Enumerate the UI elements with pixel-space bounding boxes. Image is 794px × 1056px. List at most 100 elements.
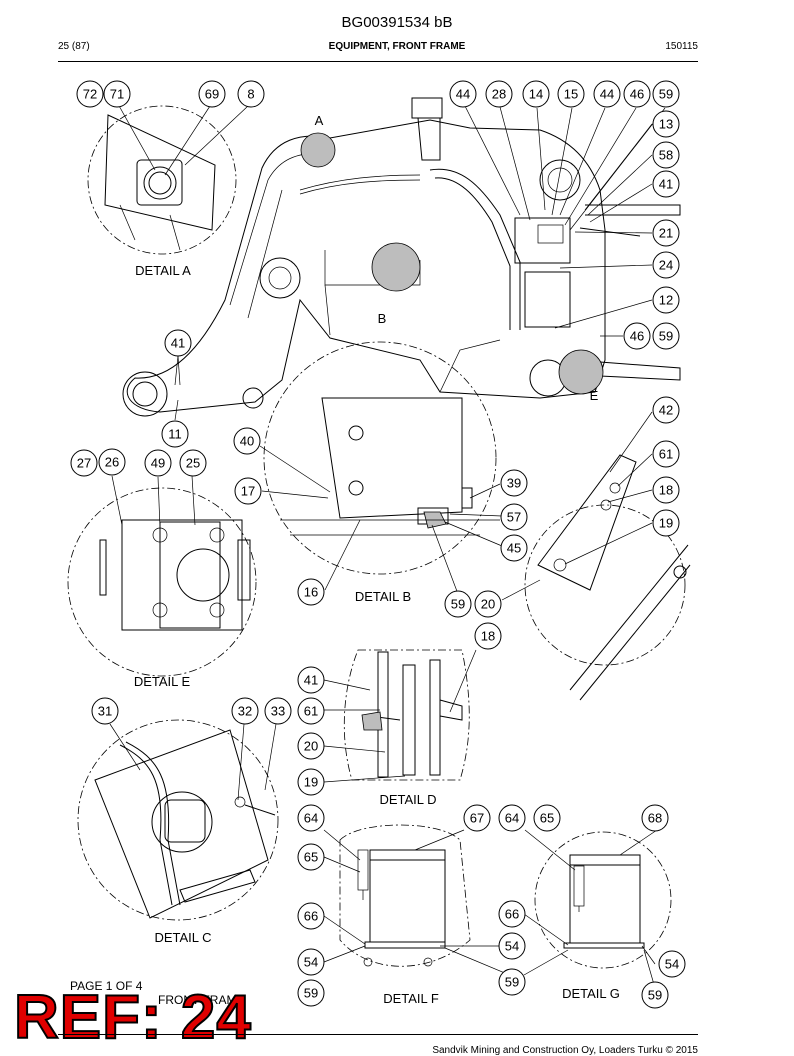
callout-bubble: 39 (500, 469, 528, 497)
document-id: BG00391534 bB (341, 14, 453, 31)
svg-text:46: 46 (630, 329, 644, 344)
svg-text:58: 58 (659, 148, 673, 163)
callout-bubble: 27 (70, 449, 98, 477)
callout-bubble: 33 (264, 697, 292, 725)
callout-bubble: 40 (233, 427, 261, 455)
callout-bubble: 54 (297, 948, 325, 976)
callout-bubble: 64 (498, 804, 526, 832)
svg-text:65: 65 (540, 811, 554, 826)
page-title: EQUIPMENT, FRONT FRAME (328, 41, 466, 52)
svg-text:18: 18 (481, 629, 495, 644)
detail-e-view (67, 487, 257, 677)
callout-bubble: 41 (164, 329, 192, 357)
detail-d-view (343, 649, 470, 781)
page-count: PAGE 1 OF 4 (70, 979, 143, 993)
callout-bubble: 11 (161, 420, 189, 448)
front-frame-outline (122, 97, 681, 417)
view-letter-e: E (590, 388, 599, 403)
svg-text:15: 15 (564, 87, 578, 102)
callout-bubble: 18 (652, 476, 680, 504)
svg-text:59: 59 (304, 986, 318, 1001)
callout-bubble: 69 (198, 80, 226, 108)
svg-text:14: 14 (529, 87, 543, 102)
callout-bubble: 59 (652, 80, 680, 108)
svg-text:45: 45 (507, 541, 521, 556)
callout-bubble: 26 (98, 448, 126, 476)
callout-bubble: 67 (463, 804, 491, 832)
detail-b-view (263, 341, 500, 575)
svg-text:59: 59 (505, 975, 519, 990)
svg-text:33: 33 (271, 704, 285, 719)
detail-f-label: DETAIL F (383, 991, 439, 1006)
detail-c-view (77, 719, 279, 921)
view-letter-a: A (315, 113, 324, 128)
callout-bubble: 19 (297, 768, 325, 796)
svg-text:25: 25 (186, 456, 200, 471)
svg-text:54: 54 (304, 955, 318, 970)
svg-text:18: 18 (659, 483, 673, 498)
callout-bubble: 24 (652, 251, 680, 279)
callout-bubbles: 72 71 69 8 44 28 14 15 44 46 59 13 58 41… (70, 80, 686, 1009)
svg-text:64: 64 (505, 811, 519, 826)
svg-text:71: 71 (110, 87, 124, 102)
svg-text:49: 49 (151, 456, 165, 471)
callout-bubble: 45 (500, 534, 528, 562)
detail-b-label: DETAIL B (355, 589, 411, 604)
svg-text:11: 11 (168, 427, 182, 442)
svg-text:12: 12 (659, 293, 673, 308)
callout-bubble: 16 (297, 578, 325, 606)
callout-bubble: 68 (641, 804, 669, 832)
svg-text:54: 54 (665, 957, 679, 972)
callout-bubble: 25 (179, 449, 207, 477)
callout-bubble: 13 (652, 110, 680, 138)
callout-bubble: 61 (297, 697, 325, 725)
callout-bubble: 41 (297, 666, 325, 694)
callout-bubble: 54 (658, 950, 686, 978)
footer-copyright: Sandvik Mining and Construction Oy, Load… (432, 1045, 698, 1056)
callout-bubble: 28 (485, 80, 513, 108)
callout-bubble: 31 (91, 697, 119, 725)
svg-text:59: 59 (451, 597, 465, 612)
callout-bubble: 66 (498, 900, 526, 928)
callout-bubble: 46 (623, 80, 651, 108)
detail-a-label: DETAIL A (135, 263, 191, 278)
svg-text:46: 46 (630, 87, 644, 102)
svg-text:32: 32 (238, 704, 252, 719)
page-number: 25 (87) (58, 41, 90, 52)
callout-bubble: 49 (144, 449, 172, 477)
svg-text:39: 39 (507, 476, 521, 491)
callout-bubble: 65 (297, 843, 325, 871)
svg-text:21: 21 (659, 226, 673, 241)
svg-text:67: 67 (470, 811, 484, 826)
svg-text:28: 28 (492, 87, 506, 102)
callout-bubble: 44 (593, 80, 621, 108)
svg-text:61: 61 (659, 447, 673, 462)
callout-bubble: 59 (444, 590, 472, 618)
detail-a-view (87, 105, 237, 255)
callout-bubble: 18 (474, 622, 502, 650)
detail-d-label: DETAIL D (379, 792, 436, 807)
callout-bubble: 72 (76, 80, 104, 108)
callout-bubble: 66 (297, 902, 325, 930)
detail-e-label: DETAIL E (134, 674, 191, 689)
svg-text:59: 59 (648, 988, 662, 1003)
svg-text:66: 66 (505, 907, 519, 922)
callout-bubble: 20 (297, 732, 325, 760)
svg-text:24: 24 (659, 258, 673, 273)
callout-bubble: 59 (297, 979, 325, 1007)
svg-text:8: 8 (247, 87, 254, 102)
svg-text:69: 69 (205, 87, 219, 102)
callout-bubble: 59 (498, 968, 526, 996)
leader-lines (109, 103, 666, 989)
svg-text:20: 20 (304, 739, 318, 754)
svg-text:64: 64 (304, 811, 318, 826)
callout-bubble: 64 (297, 804, 325, 832)
callout-bubble: 15 (557, 80, 585, 108)
sensor-detail-view (524, 454, 691, 701)
page-section: FRONT FRAME (158, 993, 245, 1007)
svg-text:17: 17 (241, 484, 255, 499)
callout-bubble: 58 (652, 141, 680, 169)
view-letter-b: B (378, 311, 387, 326)
svg-text:57: 57 (507, 510, 521, 525)
